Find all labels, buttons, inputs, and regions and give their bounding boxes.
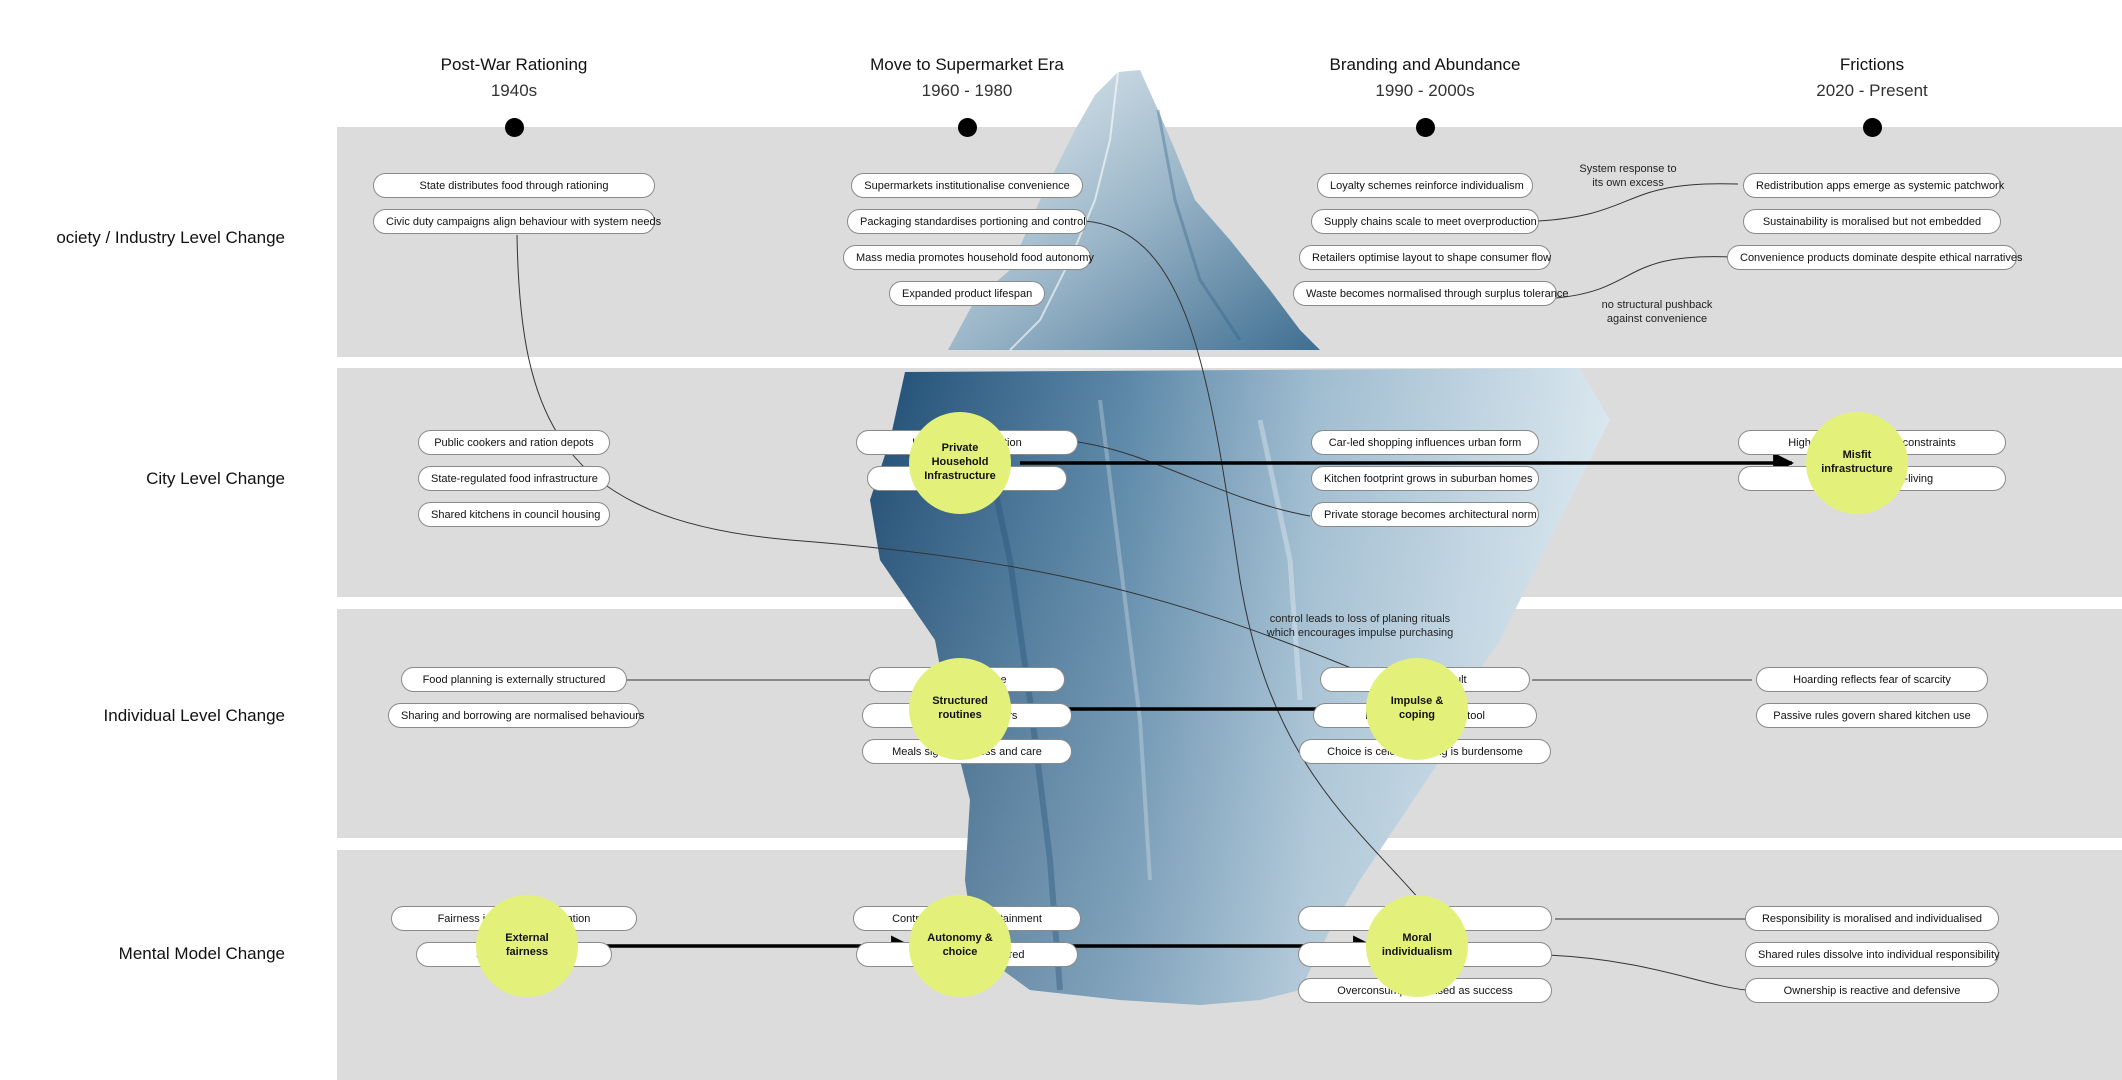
pill-society-e2: Mass media promotes household food auton… <box>843 245 1094 270</box>
timeline-dot-2 <box>957 118 977 137</box>
era-title: Move to Supermarket Era <box>870 55 1064 74</box>
pill-individual-e1: Sharing and borrowing are normalised beh… <box>388 703 644 728</box>
era-years: 1990 - 2000s <box>1375 81 1475 100</box>
era-header-1: Post-War Rationing 1940s <box>354 55 674 101</box>
pill-individual-e4: Hoarding reflects fear of scarcity <box>1756 667 1988 692</box>
pill-society-e1: State distributes food through rationing <box>373 173 655 198</box>
note-no-pushback: no structural pushback against convenien… <box>1601 299 1713 326</box>
era-years: 1940s <box>490 81 538 100</box>
note-control-leads: control leads to loss of planing rituals… <box>1266 613 1454 640</box>
era-years: 1960 - 1980 <box>921 81 1013 100</box>
pill-society-e3: Retailers optimise layout to shape consu… <box>1299 245 1551 270</box>
row-label-society: ociety / Industry Level Change <box>56 228 285 247</box>
row-label-individual: Individual Level Change <box>103 706 285 725</box>
pill-society-e3: Supply chains scale to meet overproducti… <box>1311 209 1539 234</box>
pill-society-e4: Convenience products dominate despite et… <box>1727 245 2023 270</box>
pill-individual-e1: Food planning is externally structured <box>401 667 627 692</box>
pill-city-e3: Car-led shopping influences urban form <box>1311 430 1539 455</box>
pill-mental-e4: Ownership is reactive and defensive <box>1745 978 1999 1003</box>
era-title: Branding and Abundance <box>1329 55 1521 74</box>
timeline-dot-1 <box>504 118 524 137</box>
row-label-city: City Level Change <box>146 469 285 488</box>
pill-society-e3: Waste becomes normalised through surplus… <box>1293 281 1569 306</box>
circle-structured-routines: Structured routines <box>909 658 1011 760</box>
pill-city-e1: State-regulated food infrastructure <box>418 466 610 491</box>
pill-city-e1: Public cookers and ration depots <box>418 430 610 455</box>
pill-society-e3: Loyalty schemes reinforce individualism <box>1317 173 1533 198</box>
era-title: Post-War Rationing <box>440 55 588 74</box>
pill-city-e3: Private storage becomes architectural no… <box>1311 502 1539 527</box>
era-title: Frictions <box>1839 55 1905 74</box>
pill-society-e2: Supermarkets institutionalise convenienc… <box>851 173 1083 198</box>
era-header-2: Move to Supermarket Era 1960 - 1980 <box>807 55 1127 101</box>
pill-mental-e4: Shared rules dissolve into individual re… <box>1745 942 2000 967</box>
pill-society-e2: Expanded product lifespan <box>889 281 1045 306</box>
era-header-4: Frictions 2020 - Present <box>1712 55 2032 101</box>
circle-misfit-infrastructure: Misfit infrastructure <box>1806 412 1908 514</box>
circle-impulse-coping: Impulse & coping <box>1366 658 1468 760</box>
pill-mental-e4: Responsibility is moralised and individu… <box>1745 906 1999 931</box>
pill-society-e4: Sustainability is moralised but not embe… <box>1743 209 2001 234</box>
pill-society-e1: Civic duty campaigns align behaviour wit… <box>373 209 661 234</box>
pill-city-e1: Shared kitchens in council housing <box>418 502 610 527</box>
circle-autonomy-choice: Autonomy & choice <box>909 895 1011 997</box>
pill-city-e3: Kitchen footprint grows in suburban home… <box>1311 466 1539 491</box>
pill-individual-e4: Passive rules govern shared kitchen use <box>1756 703 1988 728</box>
circle-external-fairness: External fairness <box>476 895 578 997</box>
row-label-mental: Mental Model Change <box>118 944 285 963</box>
circle-private-household: Private Household Infrastructure <box>909 412 1011 514</box>
era-header-3: Branding and Abundance 1990 - 2000s <box>1265 55 1585 101</box>
era-years: 2020 - Present <box>1816 81 1928 100</box>
note-system-response: System response to its own excess <box>1579 163 1677 190</box>
timeline-dot-4 <box>1862 118 1882 137</box>
pill-society-e4: Redistribution apps emerge as systemic p… <box>1743 173 2004 198</box>
timeline-dot-3 <box>1415 118 1435 137</box>
pill-society-e2: Packaging standardises portioning and co… <box>847 209 1087 234</box>
circle-moral-individualism: Moral individualism <box>1366 895 1468 997</box>
